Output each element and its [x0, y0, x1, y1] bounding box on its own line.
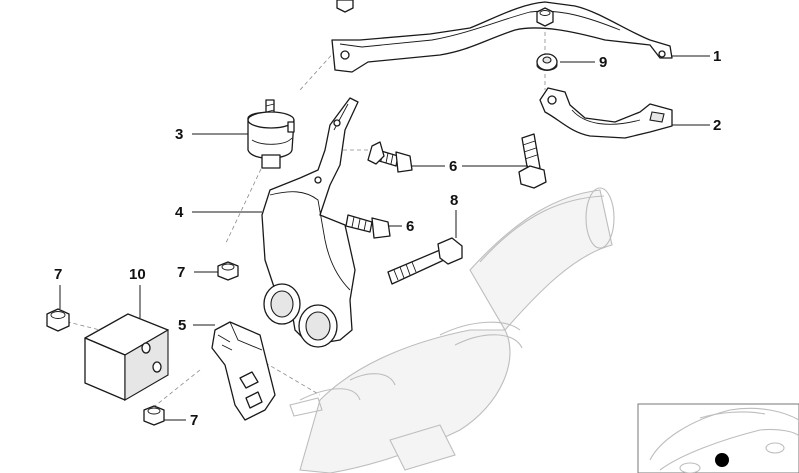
washer [536, 53, 558, 71]
callout-4: 4 [175, 204, 184, 221]
support-bracket [261, 97, 359, 348]
nut-left [46, 308, 70, 332]
callout-1: 1 [713, 48, 721, 65]
rubber-mount [247, 99, 295, 169]
lower-strap-clamp [539, 87, 673, 139]
callout-10: 10 [129, 266, 146, 283]
callout-3: 3 [175, 126, 183, 143]
long-bolt [387, 237, 463, 285]
vehicle-location-thumbnail [637, 403, 799, 473]
plate-bracket [211, 321, 276, 421]
top-nut [336, 0, 554, 27]
callout-8: 8 [450, 192, 458, 209]
callout-6-lower: 6 [406, 218, 414, 235]
exhaust-pipe [289, 187, 615, 473]
upper-strap-bracket [331, 1, 673, 73]
callout-7-bottom: 7 [190, 412, 198, 429]
rubber-block [84, 313, 169, 401]
callout-7-middle: 7 [177, 264, 185, 281]
callout-9: 9 [599, 54, 607, 71]
leader-lines [59, 55, 710, 421]
location-marker-icon [715, 453, 729, 467]
callout-2: 2 [713, 117, 721, 134]
nut-middle [217, 261, 239, 281]
callout-labels: 1 2 9 3 4 6 6 8 7 7 10 5 7 [54, 48, 721, 429]
callout-5: 5 [178, 317, 186, 334]
callout-7-left: 7 [54, 266, 62, 283]
nut-bottom [143, 405, 165, 426]
callout-6-upper: 6 [449, 158, 457, 175]
bolt-lower [345, 214, 391, 239]
vertical-bolt [518, 133, 547, 189]
bolt-upper [367, 141, 413, 173]
